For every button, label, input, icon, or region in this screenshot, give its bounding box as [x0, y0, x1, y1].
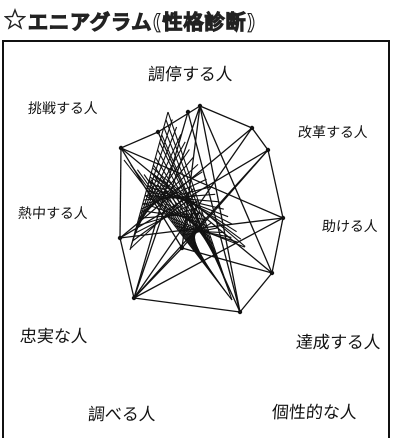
- label-lower-right: 達成する人: [295, 333, 382, 353]
- network-edge: [119, 237, 135, 299]
- network-edge: [157, 105, 201, 133]
- network-edge: [181, 105, 201, 249]
- network-node: [131, 295, 137, 301]
- network-edge: [120, 147, 284, 219]
- network-edge: [119, 127, 253, 239]
- network-node: [118, 145, 124, 151]
- label-bottom-right: 個性的な人: [271, 403, 358, 423]
- network-edge: [199, 105, 273, 274]
- label-top: 調停する人: [147, 65, 234, 85]
- network-edge: [157, 131, 241, 313]
- network-node: [197, 103, 203, 109]
- network-edge: [119, 149, 269, 239]
- network-edge: [181, 149, 269, 249]
- network-edge: [133, 217, 284, 299]
- network-edge: [133, 247, 183, 299]
- network-edge: [120, 147, 183, 249]
- network-node: [179, 245, 185, 251]
- network-edge: [133, 105, 201, 299]
- network-node: [265, 147, 271, 153]
- label-left: 熱中する人: [17, 206, 89, 222]
- network-edge: [251, 127, 269, 151]
- network-edge: [199, 105, 241, 313]
- diagram-frame: [2, 40, 390, 438]
- network-edge: [199, 105, 253, 129]
- network-edge: [120, 131, 159, 149]
- network-edge: [119, 147, 122, 239]
- network-edge: [133, 111, 189, 299]
- hatch-stroke: [150, 172, 242, 240]
- network-edge: [133, 127, 253, 299]
- label-upper-right: 改革する人: [297, 125, 369, 141]
- network-edge: [120, 147, 273, 274]
- network-node: [117, 235, 123, 241]
- network-edge: [133, 297, 241, 313]
- network-edge: [239, 272, 273, 313]
- network-node: [155, 129, 161, 135]
- network-edge: [187, 111, 241, 313]
- title-bar: エニアグラム(性格診断): [0, 0, 395, 40]
- label-lower-left: 忠実な人: [19, 327, 89, 347]
- label-upper-left: 挑戦する人: [27, 101, 99, 117]
- network-edge: [119, 217, 284, 239]
- network-node: [269, 270, 275, 276]
- network-edge: [271, 217, 284, 274]
- label-right: 助ける人: [321, 219, 379, 235]
- page-title: エニアグラム(性格診断): [27, 9, 257, 34]
- hatch-stroke: [167, 216, 246, 248]
- network-edge: [267, 149, 284, 219]
- network-node: [249, 125, 255, 131]
- star-icon: [4, 8, 26, 30]
- network-node: [185, 109, 191, 115]
- network-node: [280, 215, 286, 221]
- network-node: [237, 309, 243, 315]
- label-bottom-left: 調べる人: [87, 405, 157, 425]
